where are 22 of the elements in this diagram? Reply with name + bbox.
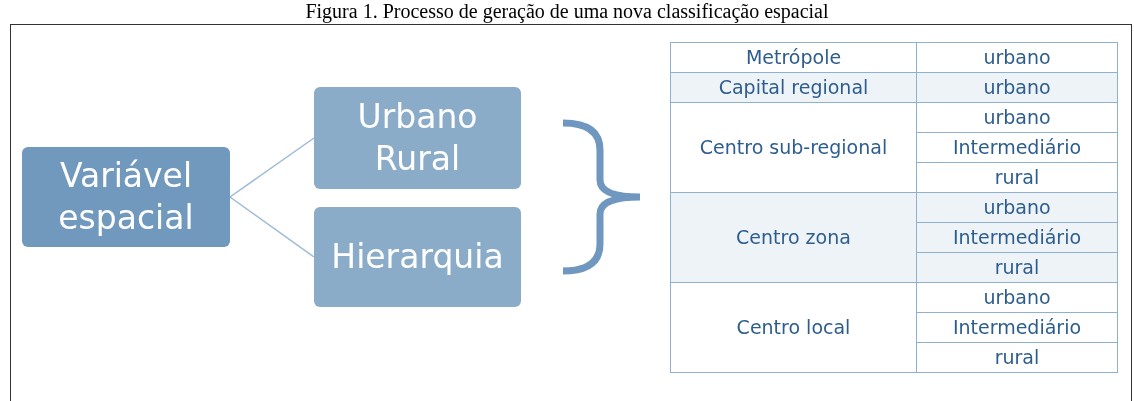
table-cell: Metrópole bbox=[670, 42, 917, 73]
table-cell: Centro local bbox=[670, 282, 917, 373]
table-cell: rural bbox=[916, 342, 1118, 373]
table-cell: rural bbox=[916, 162, 1118, 193]
table-cell: Centro sub-regional bbox=[670, 102, 917, 193]
table-cell: Intermediário bbox=[916, 312, 1118, 343]
figure-title: Figura 1. Processo de geração de uma nova classificação espacial bbox=[304, 0, 830, 22]
table-cell: urbano bbox=[916, 42, 1118, 73]
table-cell: Capital regional bbox=[670, 72, 917, 103]
variable-box: Variável espacial bbox=[22, 147, 230, 247]
table-cell: urbano bbox=[916, 192, 1118, 223]
category-box: Hierarquia bbox=[314, 207, 521, 307]
table-cell: Centro zona bbox=[670, 192, 917, 283]
table-cell: urbano bbox=[916, 72, 1118, 103]
connector-line bbox=[229, 137, 315, 198]
table-cell: Intermediário bbox=[916, 132, 1118, 163]
table-cell: urbano bbox=[916, 282, 1118, 313]
table-cell: rural bbox=[916, 252, 1118, 283]
connector-line bbox=[229, 196, 315, 258]
table-cell: urbano bbox=[916, 102, 1118, 133]
table-cell: Intermediário bbox=[916, 222, 1118, 253]
category-box: Urbano Rural bbox=[314, 87, 521, 189]
